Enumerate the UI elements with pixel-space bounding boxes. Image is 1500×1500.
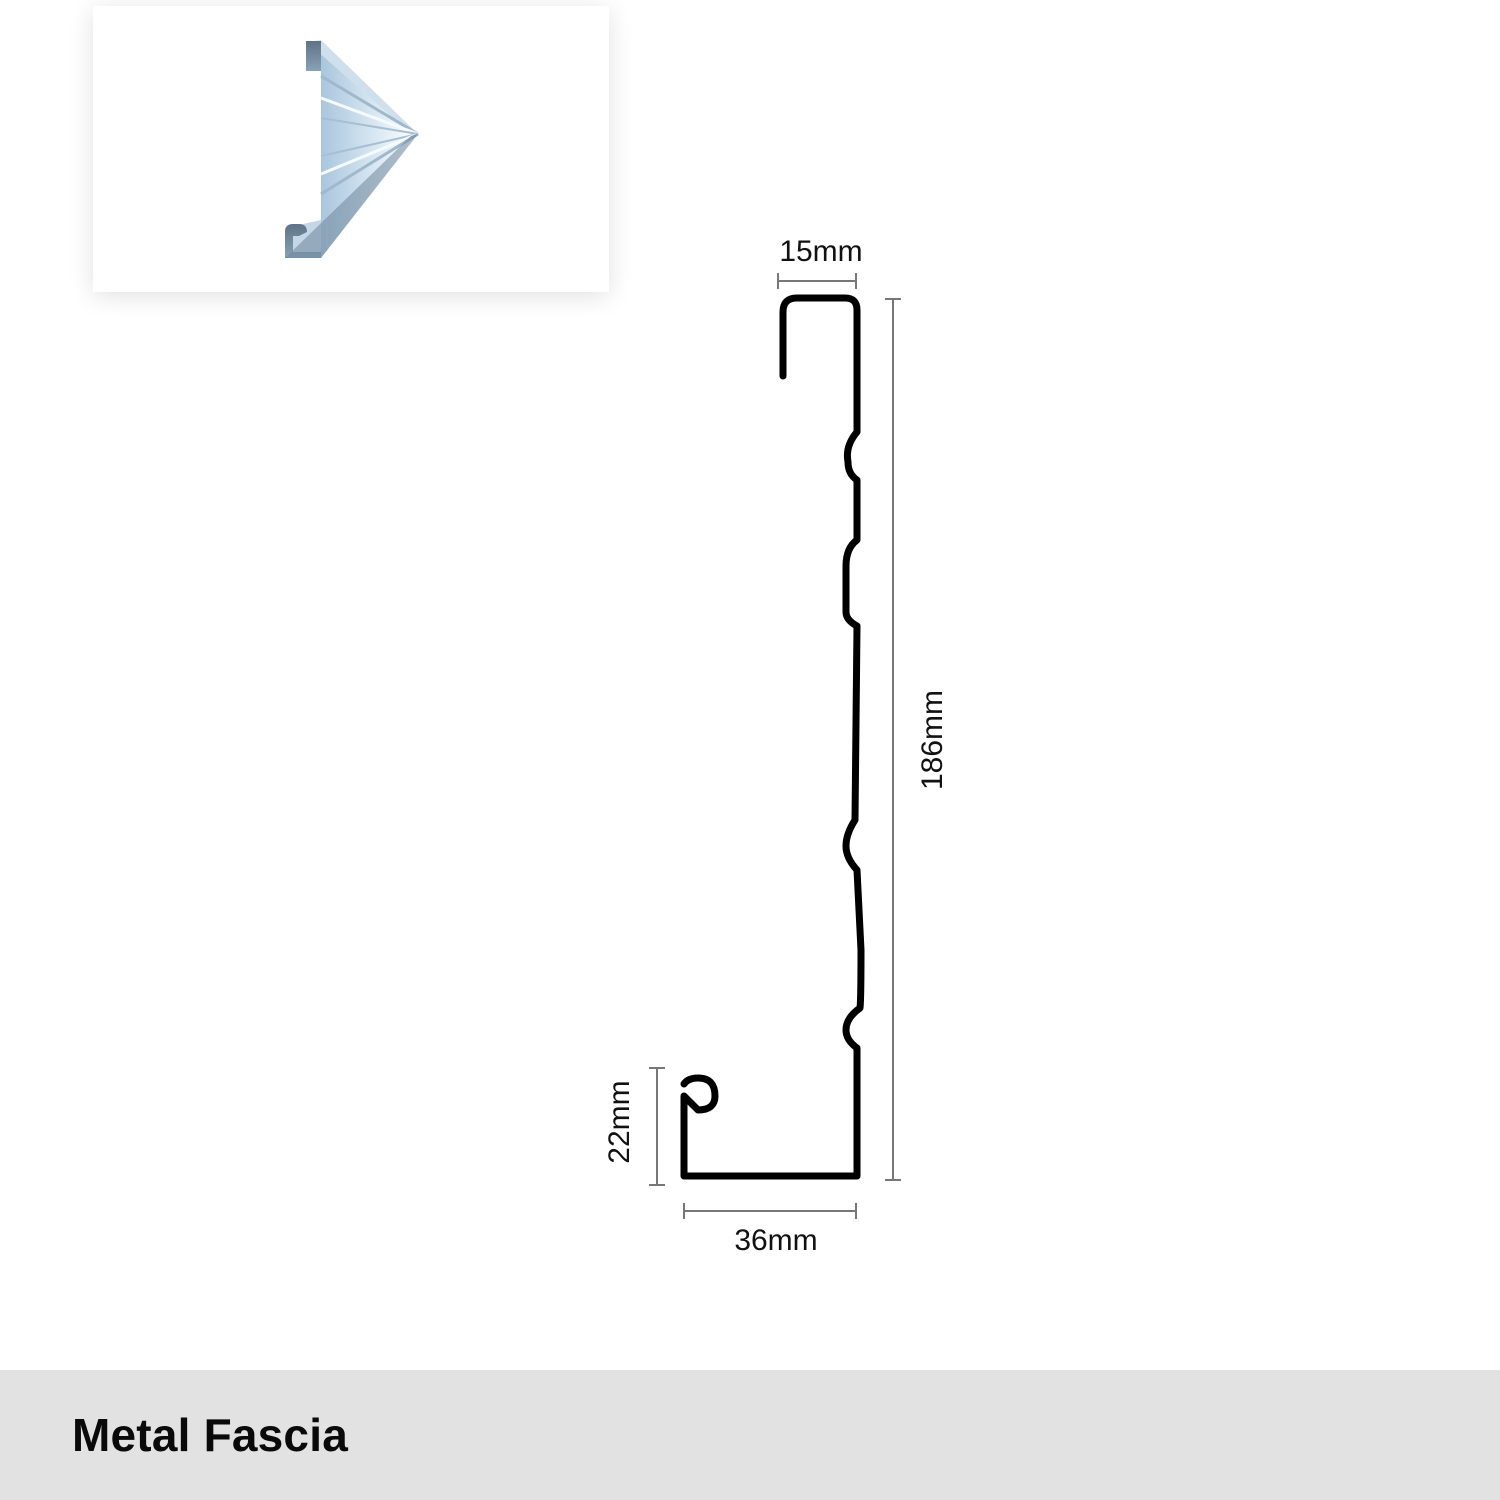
dimension-bottom-hook: 22mm <box>603 1067 665 1186</box>
product-footer: Metal Fascia <box>0 1370 1500 1500</box>
render-bottom-edge <box>285 134 418 258</box>
product-thumbnail[interactable] <box>93 6 609 292</box>
render-top-lip <box>306 41 321 71</box>
dimension-height: 186mm <box>885 298 949 1181</box>
profile-outline <box>680 294 865 1180</box>
dimension-base-width-label: 36mm <box>734 1224 817 1257</box>
dimension-top-lip: 15mm <box>777 235 863 289</box>
product-title: Metal Fascia <box>72 1409 348 1461</box>
profile-drawing: 15mm 186mm 22mm 36mm <box>603 235 949 1257</box>
fascia-3d-render <box>285 40 419 258</box>
render-top-edge <box>307 40 418 134</box>
dimension-height-label: 186mm <box>916 690 949 790</box>
dimension-bottom-hook-label: 22mm <box>603 1080 636 1163</box>
dimension-top-lip-label: 15mm <box>779 235 862 268</box>
dimension-base-width: 36mm <box>683 1203 857 1257</box>
render-bottom-hook <box>285 224 321 258</box>
